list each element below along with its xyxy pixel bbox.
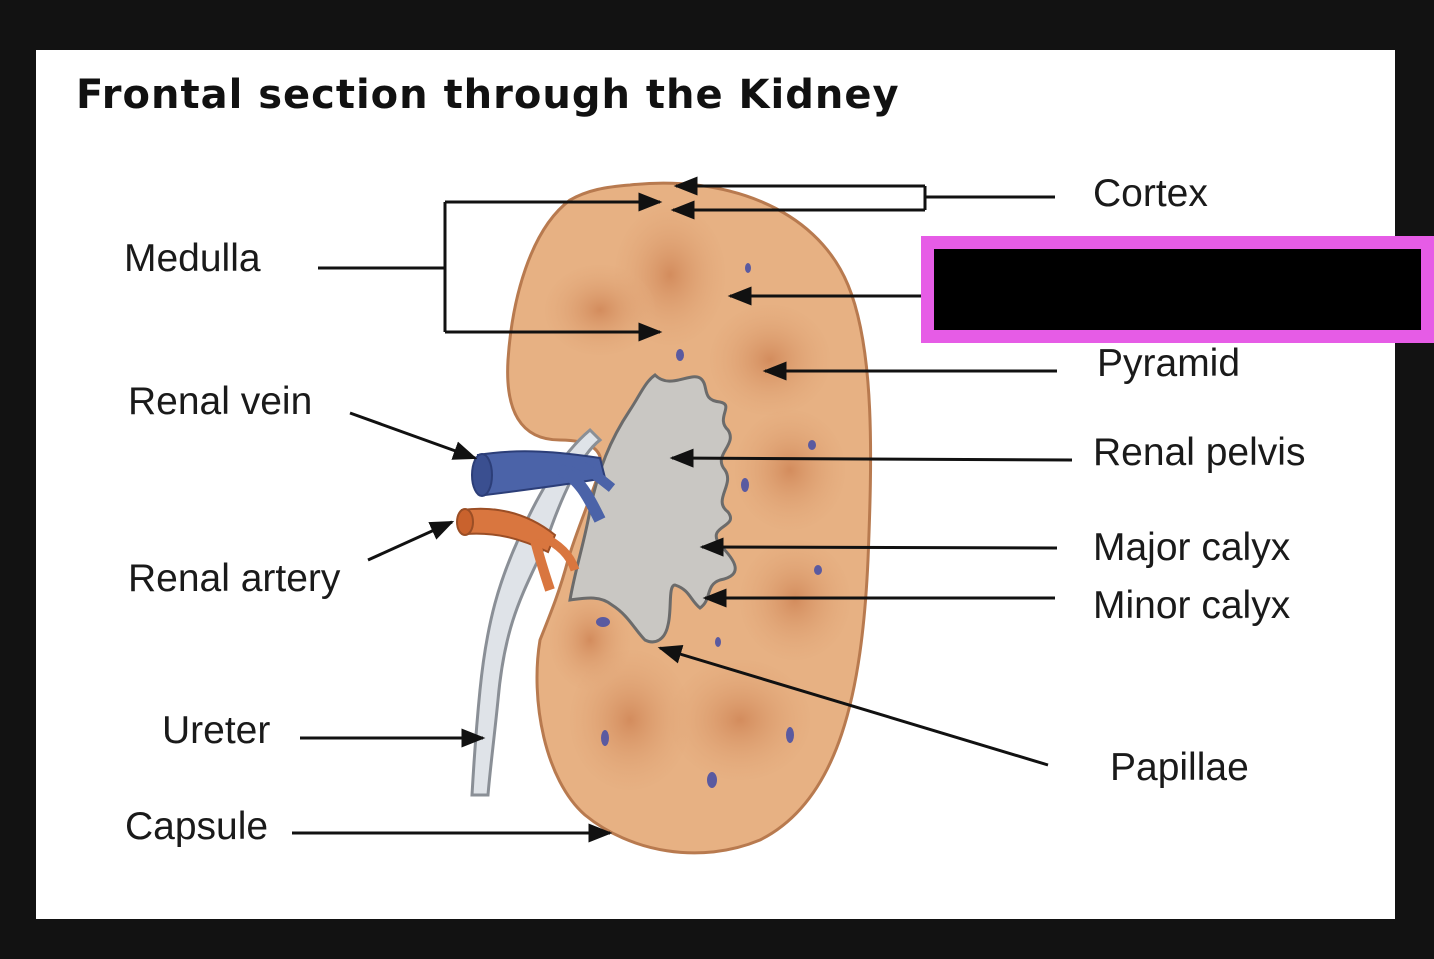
label-renal-pelvis: Renal pelvis <box>1093 431 1306 474</box>
label-ureter: Ureter <box>162 709 271 752</box>
leader-lines <box>292 176 1073 843</box>
pyramids <box>545 205 850 790</box>
label-renal-artery: Renal artery <box>128 557 341 600</box>
major-calyx-leader <box>699 537 1058 557</box>
renal-vein-shape <box>471 450 616 523</box>
label-major-calyx: Major calyx <box>1093 526 1291 569</box>
label-renal-vein: Renal vein <box>128 380 313 423</box>
vessel-dots <box>596 263 822 788</box>
papillae-leader <box>657 645 1049 767</box>
renal-vein-leader <box>349 411 478 460</box>
label-medulla: Medulla <box>124 237 261 280</box>
label-cortex: Cortex <box>1093 172 1208 215</box>
label-capsule: Capsule <box>125 805 269 848</box>
redacted-label-box[interactable] <box>921 236 1434 343</box>
diagram-title: Frontal section through the Kidney <box>76 72 900 118</box>
label-papillae: Papillae <box>1110 746 1249 789</box>
renal-pelvis-shape <box>568 373 737 644</box>
renal-pelvis-leader <box>669 448 1073 468</box>
renal-artery-leader <box>367 520 455 562</box>
renal-artery-shape <box>456 507 580 592</box>
label-pyramid: Pyramid <box>1097 342 1241 385</box>
label-minor-calyx: Minor calyx <box>1093 584 1291 627</box>
